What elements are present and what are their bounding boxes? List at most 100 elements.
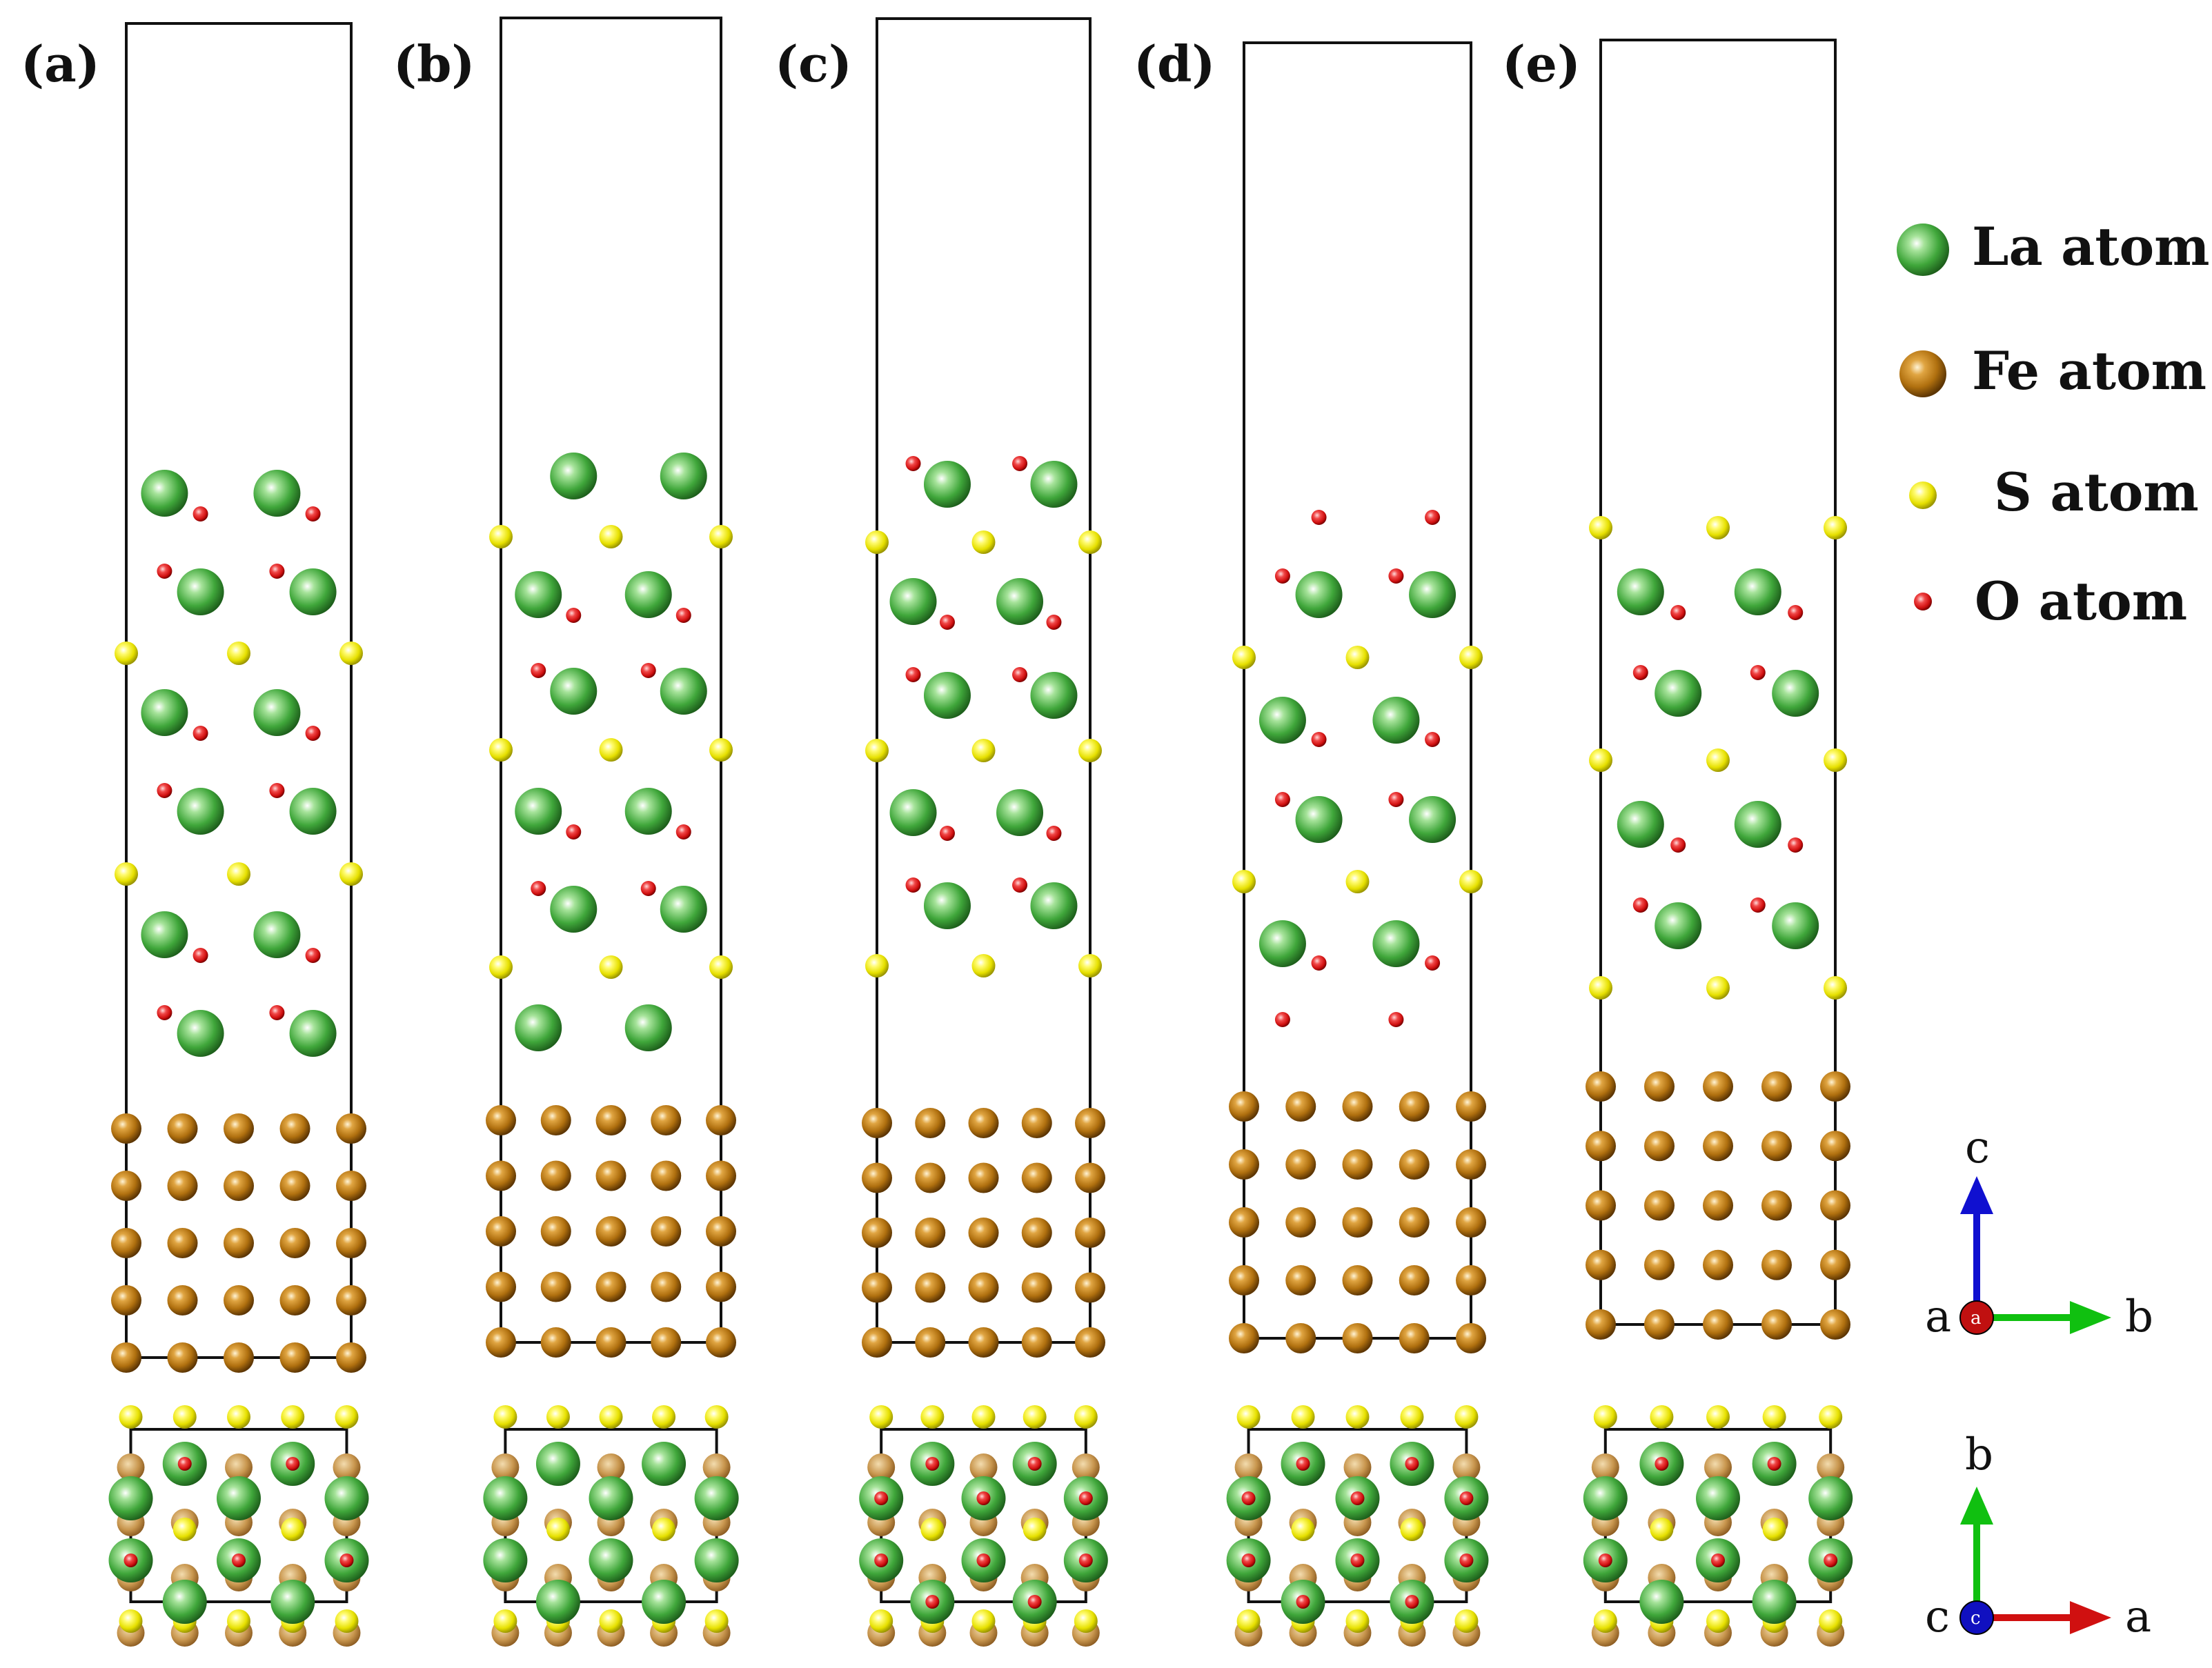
s-atom xyxy=(865,739,889,762)
fe-atom xyxy=(1021,1162,1052,1193)
la-atom-top xyxy=(483,1538,528,1582)
o-atom xyxy=(1012,877,1028,893)
la-atom xyxy=(1655,670,1702,717)
fe-atom xyxy=(1820,1249,1850,1280)
fe-atom xyxy=(224,1285,254,1315)
s-atom-top xyxy=(1291,1518,1315,1541)
s-atom-top xyxy=(1593,1609,1617,1633)
s-atom-top xyxy=(546,1405,570,1429)
fe-atom xyxy=(1342,1323,1373,1353)
o-atom-top xyxy=(124,1553,138,1567)
o-atom xyxy=(905,667,921,682)
fe-atom xyxy=(968,1327,999,1358)
la-atom xyxy=(289,1010,337,1057)
axis-label-out-of-plane: c xyxy=(1925,1591,1950,1642)
fe-atom xyxy=(279,1285,310,1315)
o-atom xyxy=(1788,837,1804,853)
o-atom xyxy=(192,948,208,963)
o-atom xyxy=(675,824,691,840)
fe-atom xyxy=(1021,1218,1052,1248)
s-atom xyxy=(1824,748,1847,772)
axis-arrowhead-horizontal xyxy=(2070,1601,2111,1634)
s-atom xyxy=(339,862,363,886)
o-atom-top xyxy=(232,1553,246,1567)
s-atom xyxy=(1589,976,1612,1000)
fe-atom xyxy=(1456,1323,1486,1353)
fe-atom xyxy=(1342,1207,1373,1238)
o-atom xyxy=(1311,510,1327,525)
panel-b: (b) xyxy=(393,17,739,1647)
fe-atom xyxy=(1703,1309,1733,1340)
la-atom xyxy=(253,911,301,958)
fe-atom xyxy=(167,1228,198,1258)
fe-atom xyxy=(1456,1149,1486,1180)
fe-atom xyxy=(1456,1207,1486,1238)
la-atom xyxy=(550,453,598,499)
s-atom-top xyxy=(1074,1609,1098,1633)
s-atom xyxy=(971,530,996,554)
o-atom xyxy=(1274,1012,1290,1027)
o-atom xyxy=(192,506,208,522)
fe-atom-top xyxy=(1704,1453,1732,1481)
la-atom xyxy=(1030,882,1078,929)
fe-atom-top xyxy=(1591,1453,1619,1481)
s-atom-top xyxy=(652,1405,676,1429)
o-atom xyxy=(939,826,955,841)
o-atom xyxy=(675,608,691,623)
fe-atom xyxy=(1761,1249,1792,1280)
fe-atom xyxy=(1075,1327,1105,1358)
fe-atom xyxy=(1285,1207,1316,1238)
o-atom xyxy=(1311,732,1327,747)
s-atom-top xyxy=(335,1609,359,1633)
fe-atom xyxy=(1820,1190,1850,1221)
axis-label-out-of-plane: a xyxy=(1925,1291,1951,1342)
fe-atom xyxy=(224,1228,254,1258)
s-atom-top xyxy=(1345,1405,1370,1429)
o-atom xyxy=(566,608,582,623)
la-atom xyxy=(177,1010,224,1057)
fe-atom xyxy=(486,1216,516,1247)
o-atom-top xyxy=(1767,1457,1781,1471)
panel-d: (d) xyxy=(1134,34,1489,1647)
s-atom-top xyxy=(335,1405,359,1429)
la-atom xyxy=(1655,902,1702,949)
fe-atom xyxy=(111,1171,141,1201)
la-atom xyxy=(660,453,707,499)
s-atom-top xyxy=(1023,1405,1047,1429)
s-atom xyxy=(1232,870,1256,893)
fe-atom xyxy=(167,1285,198,1315)
fe-atom xyxy=(486,1327,516,1358)
fe-atom xyxy=(862,1272,892,1303)
fe-atom xyxy=(1399,1207,1430,1238)
la-atom xyxy=(1409,796,1456,843)
s-atom-top xyxy=(1291,1405,1315,1429)
s-atom-top xyxy=(1454,1609,1479,1633)
fe-atom xyxy=(111,1342,141,1373)
fe-atom xyxy=(486,1105,516,1135)
axis-origin xyxy=(1959,1300,1994,1335)
axis-origin-inner-label: c xyxy=(1971,1608,1981,1629)
fe-atom xyxy=(1399,1265,1430,1295)
s-atom-top xyxy=(119,1609,143,1633)
fe-atom xyxy=(279,1228,310,1258)
s-atom-top xyxy=(1074,1405,1098,1429)
la-atom xyxy=(550,886,598,933)
fe-atom xyxy=(651,1105,682,1135)
panel-c: (c) xyxy=(775,17,1108,1647)
o-atom xyxy=(1425,732,1441,747)
fe-atom xyxy=(862,1218,892,1248)
la-atom xyxy=(624,571,672,618)
fe-atom xyxy=(968,1108,999,1138)
fe-atom xyxy=(1229,1265,1259,1295)
fe-atom xyxy=(279,1113,310,1144)
fe-atom-top xyxy=(333,1453,361,1481)
s-atom-top xyxy=(652,1518,676,1541)
la-atom xyxy=(253,470,301,517)
la-atom-top xyxy=(589,1538,633,1582)
la-legend-marker xyxy=(1897,224,1949,276)
panel-label: (a) xyxy=(21,34,100,93)
s-atom-top xyxy=(172,1405,197,1429)
fe-atom xyxy=(540,1216,571,1247)
s-atom xyxy=(1078,530,1102,554)
